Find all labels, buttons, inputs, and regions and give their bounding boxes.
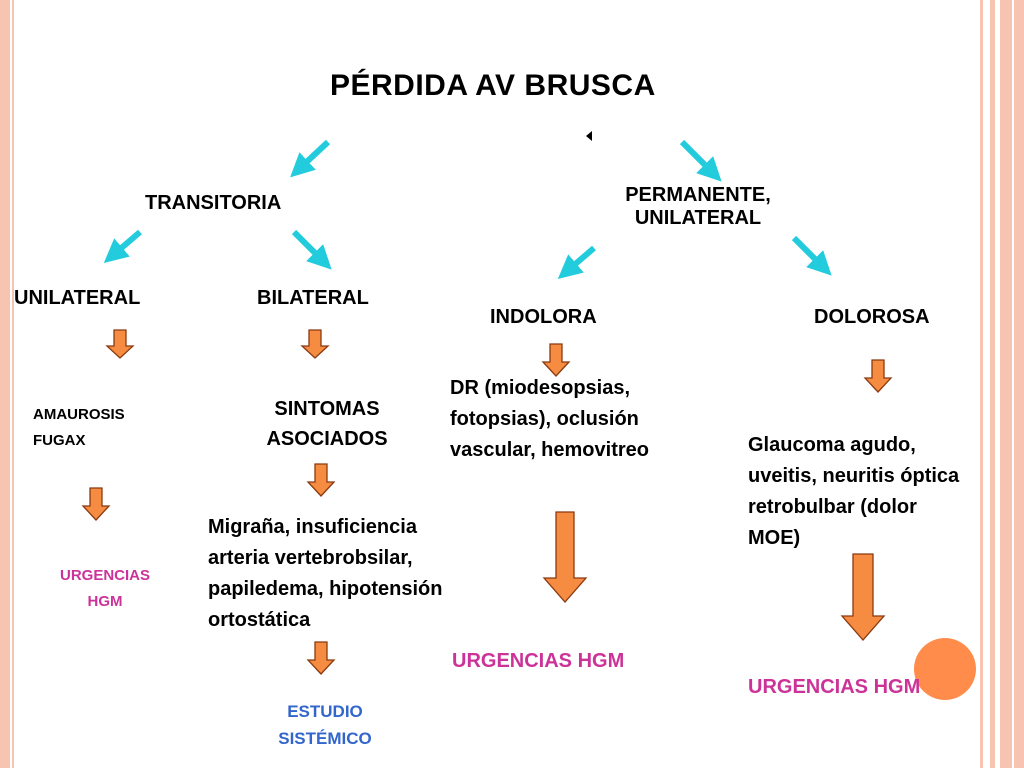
arrow-permanente-to-dolorosa: [791, 235, 832, 276]
causes-dolorosa-line-1: Glaucoma agudo,: [748, 434, 916, 456]
finding-amaurosis-line-1: AMAUROSIS: [33, 406, 125, 423]
causes-bilateral-line-2: arteria vertebrobsilar,: [208, 547, 413, 569]
finding-sintomas-asociados: SINTOMAS ASOCIADOS: [232, 394, 422, 454]
causes-indolora-line-3: vascular, hemovitreo: [450, 439, 649, 461]
result-urgencias-hgm-dolorosa: URGENCIAS HGM: [748, 676, 921, 698]
result-urgencias-hgm-unilateral: URGENCIAS HGM: [30, 563, 180, 615]
arrow-title-to-permanente: [679, 139, 722, 182]
arrow-transitoria-to-unilateral: [103, 229, 142, 264]
left-border-line: [12, 0, 14, 768]
result-unilateral-line-2: HGM: [87, 593, 123, 610]
causes-indolora-line-1: DR (miodesopsias,: [450, 377, 631, 399]
causes-indolora: DR (miodesopsias, fotopsias), oclusión v…: [450, 373, 649, 466]
down-arrow-amaurosis: [81, 487, 111, 521]
causes-indolora-line-2: fotopsias), oclusión: [450, 408, 639, 430]
causes-dolorosa-line-4: MOE): [748, 527, 801, 549]
result-estudio-line-2: SISTÉMICO: [278, 729, 372, 748]
finding-sintomas-line-2: ASOCIADOS: [266, 428, 388, 450]
down-arrow-indolora: [541, 343, 571, 377]
causes-bilateral-line-3: papiledema, hipotensión: [208, 578, 443, 600]
decorative-orange-circle: [914, 638, 976, 700]
node-indolora: INDOLORA: [490, 306, 597, 328]
node-permanente-line-1: PERMANENTE,: [625, 184, 771, 206]
down-arrow-causes-bilateral: [306, 641, 336, 675]
down-arrow-dolorosa: [863, 359, 893, 393]
node-permanente-line-2: UNILATERAL: [634, 207, 762, 229]
arrow-title-to-transitoria: [290, 139, 331, 178]
right-border-line-2: [990, 0, 995, 768]
large-down-arrow-indolora: [542, 511, 588, 603]
arrow-transitoria-to-bilateral: [291, 229, 332, 270]
causes-bilateral: Migraña, insuficiencia arteria vertebrob…: [208, 512, 442, 636]
causes-dolorosa-line-3: retrobulbar (dolor: [748, 496, 917, 518]
arrow-permanente-to-indolora: [557, 245, 596, 280]
page-title: PÉRDIDA AV BRUSCA: [330, 69, 656, 102]
result-urgencias-hgm-indolora: URGENCIAS HGM: [452, 650, 625, 672]
finding-amaurosis-line-2: FUGAX: [33, 432, 86, 449]
causes-bilateral-line-4: ortostática: [208, 609, 311, 631]
right-border-line-1: [980, 0, 983, 768]
result-estudio-line-1: ESTUDIO: [287, 702, 363, 721]
down-arrow-bilateral: [300, 329, 330, 359]
causes-dolorosa-line-2: uveitis, neuritis óptica: [748, 465, 960, 487]
node-unilateral: UNILATERAL: [14, 287, 141, 309]
node-transitoria: TRANSITORIA: [145, 192, 282, 214]
node-bilateral: BILATERAL: [257, 287, 369, 309]
down-arrow-sintomas: [306, 463, 336, 497]
large-down-arrow-dolorosa: [840, 553, 886, 641]
causes-bilateral-line-1: Migraña, insuficiencia: [208, 516, 417, 538]
down-arrow-unilateral: [105, 329, 135, 359]
right-border-line-3: [1012, 0, 1014, 768]
left-border-stripe: [0, 0, 10, 768]
finding-amaurosis-fugax: AMAUROSIS FUGAX: [33, 402, 125, 454]
result-estudio-sistemico: ESTUDIO SISTÉMICO: [250, 698, 400, 752]
causes-dolorosa: Glaucoma agudo, uveitis, neuritis óptica…: [748, 430, 959, 554]
node-permanente: PERMANENTE, UNILATERAL: [598, 184, 798, 230]
node-dolorosa: DOLOROSA: [814, 306, 930, 328]
finding-sintomas-line-1: SINTOMAS: [274, 398, 380, 420]
small-triangle-mark: [586, 131, 592, 141]
result-unilateral-line-1: URGENCIAS: [59, 567, 150, 584]
